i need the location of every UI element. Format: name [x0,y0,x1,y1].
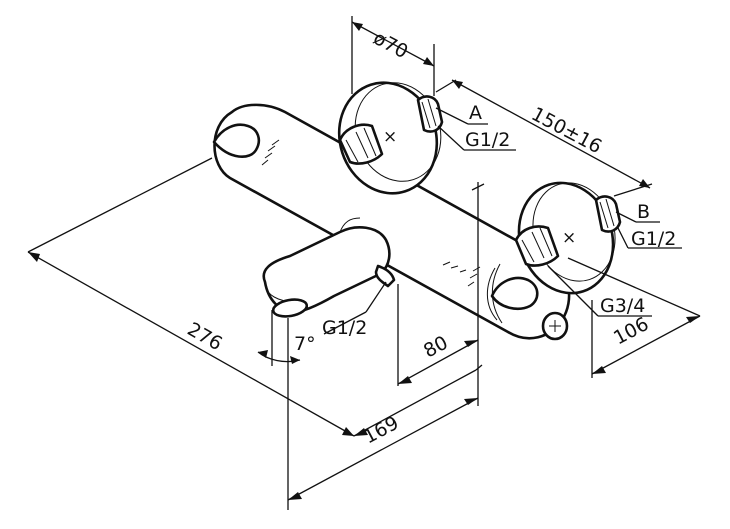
right-handle-mark [490,276,539,310]
callout-G34-label: G3/4 [600,295,645,317]
callout-G12-a: G1/2 [437,125,516,151]
dim-7-label: 7° [294,333,316,355]
left-connector: × [337,81,444,195]
dim-169-label: 169 [360,412,402,448]
callout-G12b-label: G1/2 [631,228,676,250]
dim-150-label: 150±16 [528,103,606,158]
callout-G34: G3/4 [547,265,652,317]
cross-mark: × [383,127,397,147]
callout-B: B [615,201,660,223]
callout-B-label: B [637,201,650,223]
dim-70: ø70 [351,21,435,67]
callout-G12-b: G1/2 [617,227,682,250]
spout [262,217,396,318]
callout-A-label: A [469,102,482,124]
dim-70-label: ø70 [370,27,412,63]
callout-G12-spout: G1/2 [322,281,387,339]
cross-mark-right: × [562,228,576,248]
callout-G12-spout-label: G1/2 [322,317,367,339]
left-handle-mark [212,123,261,158]
callout-A: A [435,102,488,125]
temperature-scale-marks [261,139,481,287]
extension-lines [287,16,593,510]
dim-276-label: 276 [184,318,226,355]
mixer-body [212,103,571,341]
right-connector: × [514,181,622,295]
callout-G12a-label: G1/2 [465,129,510,151]
dim-bottom [287,397,479,501]
dim-106-label: 106 [610,313,652,349]
dim-7deg: 7° [257,310,316,366]
